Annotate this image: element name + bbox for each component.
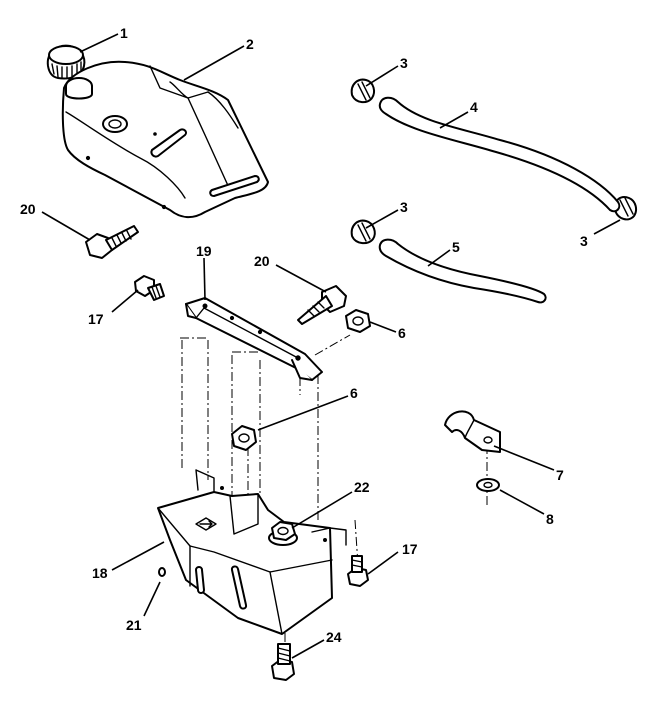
callout-3-upper: 3: [400, 55, 408, 71]
callout-1: 1: [120, 25, 128, 41]
hex-bolt-lower: [347, 555, 369, 587]
flange-nut: [268, 521, 298, 546]
callout-17-upper: 17: [88, 311, 104, 327]
washer: [476, 478, 500, 492]
tapping-screw-left: [85, 225, 139, 259]
fuel-cap: [46, 44, 86, 80]
hex-bolt-upper: [134, 275, 165, 301]
hose-clip: [444, 410, 501, 453]
callout-7: 7: [556, 467, 564, 483]
callout-8: 8: [546, 511, 554, 527]
fuel-tank: [61, 60, 269, 218]
callout-17-lower: 17: [402, 541, 418, 557]
callout-4: 4: [470, 99, 478, 115]
hex-nut-lower: [231, 425, 257, 451]
hex-bolt-bottom: [271, 643, 295, 681]
callout-6-lower: 6: [350, 385, 358, 401]
callout-22: 22: [354, 479, 370, 495]
callout-24: 24: [326, 629, 342, 645]
fuel-line-lower: [378, 238, 547, 304]
hose-clamp-middle: [350, 219, 376, 245]
pin-21: [158, 567, 166, 577]
callout-labels: 1 2 3 3 3 4 5 6 6 7 8 17 17 18 19 20 20 …: [20, 25, 588, 645]
callout-18: 18: [92, 565, 108, 581]
hose-clamp-right: [613, 196, 638, 221]
callout-2: 2: [246, 36, 254, 52]
callout-20-left: 20: [20, 201, 36, 217]
callout-3-right: 3: [580, 233, 588, 249]
callout-21: 21: [126, 617, 142, 633]
callout-19: 19: [196, 243, 212, 259]
carriage-bolt-center: [297, 285, 347, 325]
callout-3-middle: 3: [400, 199, 408, 215]
leader-lines: [41, 33, 621, 659]
hex-nut-upper: [345, 309, 371, 333]
mounting-bracket: [185, 297, 323, 381]
callout-5: 5: [452, 239, 460, 255]
callout-6-upper: 6: [398, 325, 406, 341]
callout-20-center: 20: [254, 253, 270, 269]
fuel-line-upper: [378, 96, 621, 213]
